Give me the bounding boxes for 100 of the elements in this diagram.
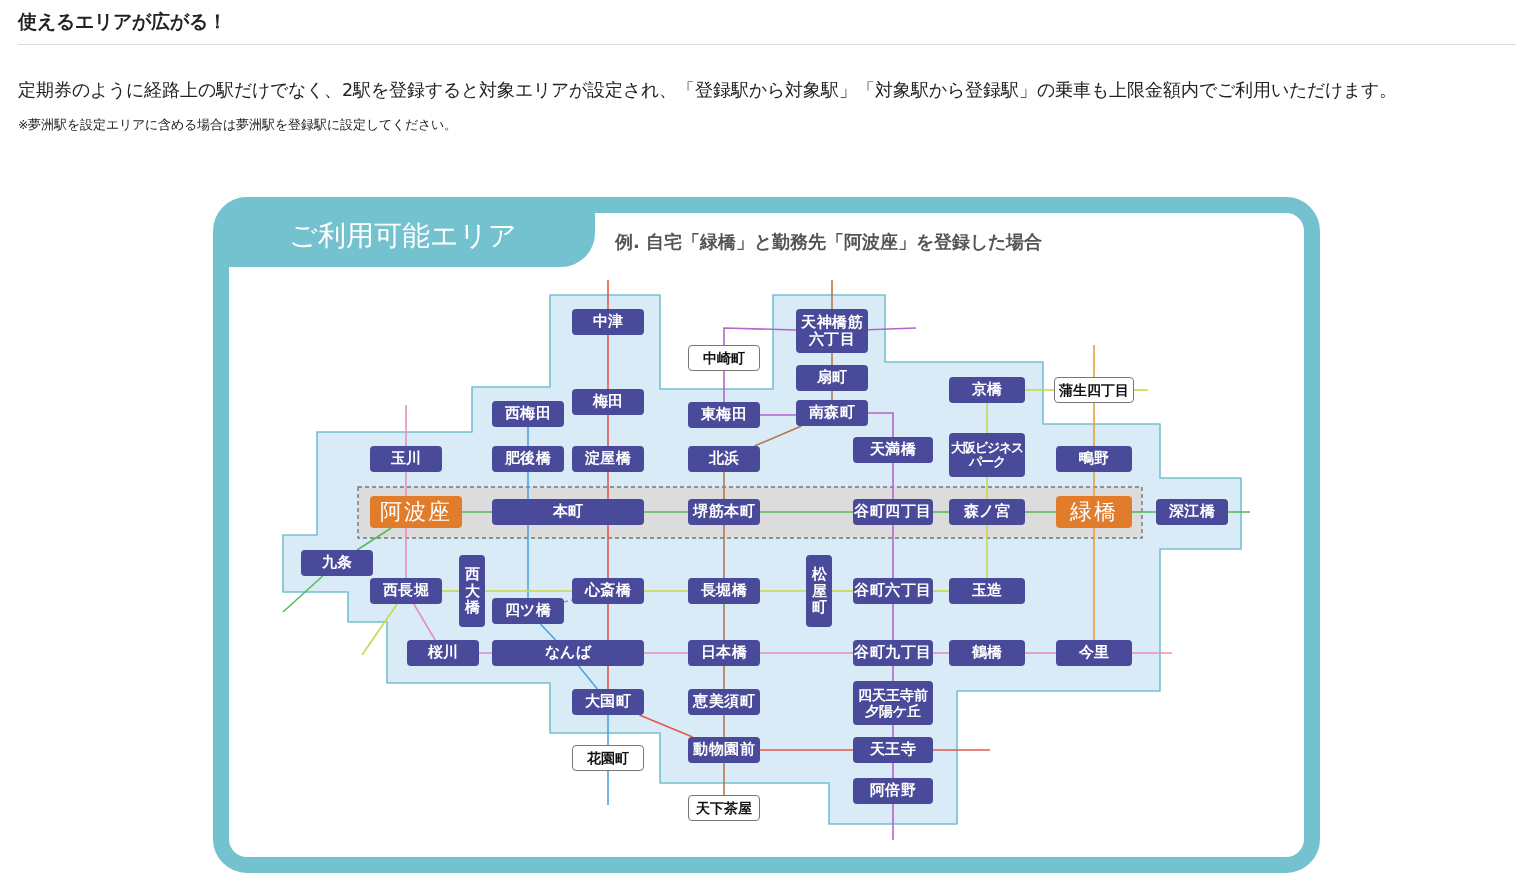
station-box: 扇町: [796, 365, 868, 391]
station-box: 堺筋本町: [688, 499, 760, 525]
route-line: [607, 603, 609, 641]
route-line: [932, 652, 950, 654]
route-line: [1093, 471, 1095, 497]
route-line: [1093, 344, 1095, 378]
route-line: [753, 425, 803, 447]
transfer-line: [563, 599, 573, 603]
route-line: [759, 414, 797, 416]
station-box: 中崎町: [688, 345, 760, 371]
station-box: 九条: [301, 550, 373, 576]
route-line: [723, 370, 725, 403]
route-line: [759, 511, 854, 513]
route-line: [577, 665, 599, 690]
station-box: 谷町六丁目: [853, 578, 933, 604]
description-text: 定期券のように経路上の駅だけでなく、2駅を登録すると対象エリアが設定され、「登録駅から対象駅」「対象駅から登録駅」の乗車も上限金額内でご利用いただけます。: [18, 79, 1399, 102]
route-line: [759, 749, 854, 751]
station-box: 阿波座: [370, 496, 462, 528]
route-line: [643, 511, 689, 513]
route-line: [441, 590, 460, 592]
station-box: 今里: [1056, 640, 1132, 666]
route-line: [478, 652, 493, 654]
route-line: [867, 412, 894, 438]
station-box: 西大橋: [459, 555, 485, 627]
station-box: 恵美須町: [688, 689, 760, 715]
route-line: [413, 603, 436, 641]
route-line: [723, 665, 725, 690]
route-line: [1133, 389, 1149, 391]
route-line: [831, 279, 833, 310]
station-box: 谷町九丁目: [853, 640, 933, 666]
note-text: ※夢洲駅を設定エリアに含める場合は夢洲駅を登録駅に設定してください。: [18, 117, 458, 134]
station-box: 日本橋: [688, 640, 760, 666]
station-box: 大国町: [572, 689, 644, 715]
station-box: 四ツ橋: [492, 598, 564, 624]
route-line: [892, 462, 894, 500]
route-line: [607, 414, 609, 447]
station-box: 長堀橋: [688, 578, 760, 604]
route-line: [405, 471, 407, 497]
route-line: [1131, 652, 1173, 654]
station-box: 玉川: [370, 446, 442, 472]
station-box: 深江橋: [1156, 499, 1228, 525]
station-box: 谷町四丁目: [853, 499, 933, 525]
route-line: [461, 511, 493, 513]
route-line: [986, 524, 988, 579]
station-box: 東梅田: [688, 402, 760, 428]
route-line: [539, 623, 557, 641]
station-box: 四天王寺前夕陽ケ丘: [853, 681, 933, 725]
area-tab: ご利用可能エリア: [227, 211, 595, 267]
station-box: 天下茶屋: [688, 795, 760, 821]
route-line: [892, 724, 894, 738]
route-line: [643, 652, 689, 654]
station-box: 京橋: [949, 377, 1025, 403]
route-line: [1131, 511, 1157, 513]
route-line: [282, 575, 324, 613]
station-box: 天満橋: [853, 437, 933, 463]
map-frame: [213, 197, 1320, 873]
route-line: [527, 426, 529, 447]
route-line: [607, 471, 609, 500]
station-box: 南森町: [796, 400, 868, 426]
route-line: [759, 652, 854, 654]
route-line: [1024, 389, 1055, 391]
station-box: 阿倍野: [853, 778, 933, 804]
route-line: [831, 590, 854, 592]
route-line: [607, 714, 609, 746]
route-line: [932, 749, 991, 751]
route-line: [892, 803, 894, 841]
route-line: [1227, 511, 1251, 513]
station-box: 緑橋: [1056, 496, 1132, 528]
route-line: [986, 476, 988, 500]
route-line: [892, 762, 894, 779]
route-line: [759, 590, 807, 592]
route-line: [932, 511, 950, 513]
page-heading: 使えるエリアが広がる！: [18, 9, 227, 34]
route-line: [723, 327, 797, 346]
route-line: [527, 471, 529, 500]
route-line: [1093, 527, 1095, 641]
route-line: [607, 665, 609, 690]
route-line: [723, 603, 725, 641]
route-line: [723, 762, 725, 796]
station-box: 桜川: [407, 640, 479, 666]
station-box: 鴫野: [1056, 446, 1132, 472]
route-line: [892, 524, 894, 579]
route-line: [831, 390, 833, 401]
station-box: 玉造: [949, 578, 1025, 604]
station-box: 西梅田: [492, 401, 564, 427]
route-line: [1093, 402, 1095, 447]
route-line: [607, 524, 609, 579]
route-line: [867, 327, 917, 331]
route-line: [643, 590, 689, 592]
route-line: [405, 404, 407, 447]
station-box: 肥後橋: [492, 446, 564, 472]
station-box: 松屋町: [806, 555, 832, 627]
route-line: [607, 334, 609, 390]
map-heading: 例. 自宅「緑橋」と勤務先「阿波座」を登録した場合: [615, 230, 1043, 254]
station-box: 森ノ宮: [949, 499, 1025, 525]
station-box: 蒲生四丁目: [1054, 377, 1134, 403]
station-box: 北浜: [688, 446, 760, 472]
station-box: なんば: [492, 640, 644, 666]
route-line: [892, 603, 894, 641]
station-box: 大阪ビジネスパーク: [949, 433, 1025, 477]
